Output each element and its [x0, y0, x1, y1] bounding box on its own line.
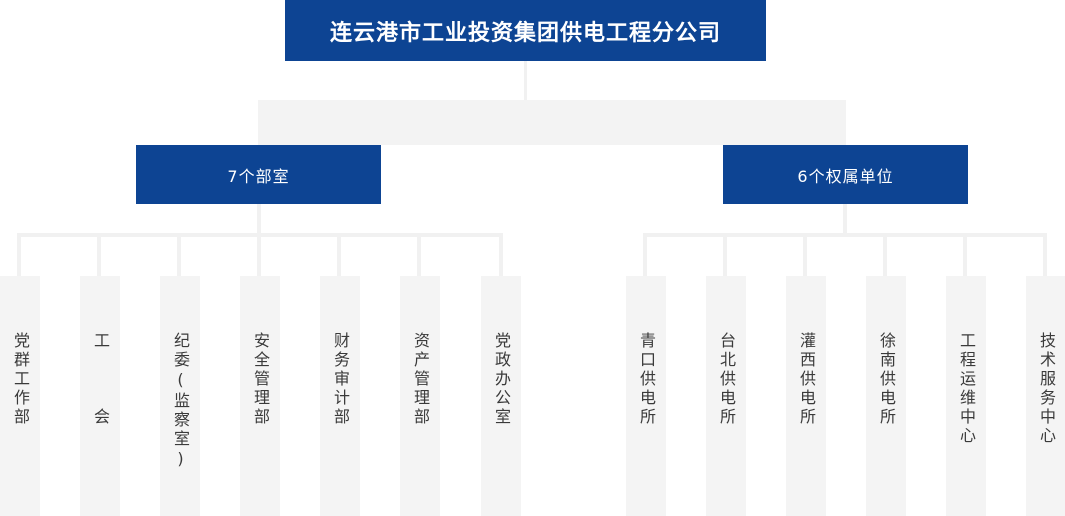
connector-drop — [643, 233, 647, 278]
connector-stem — [257, 204, 261, 234]
org-node-leaf-label: 党群工作部 — [11, 332, 30, 427]
org-node-leaf-subsidiary[interactable]: 徐南供电所 — [866, 276, 906, 516]
org-node-leaf-department[interactable]: 资产管理部 — [400, 276, 440, 516]
org-node-leaf-label: 工 会 — [91, 332, 110, 446]
org-node-leaf-department[interactable]: 党群工作部 — [0, 276, 40, 516]
org-node-subsidiaries[interactable]: 6个权属单位 — [723, 145, 968, 204]
org-node-leaf-department[interactable]: 财务审计部 — [320, 276, 360, 516]
org-node-leaf-subsidiary[interactable]: 工程运维中心 — [946, 276, 986, 516]
connector-root-stem — [524, 61, 527, 101]
connector-drop — [337, 233, 341, 278]
org-node-leaf-label: 资产管理部 — [411, 332, 430, 427]
org-node-leaf-subsidiary[interactable]: 青口供电所 — [626, 276, 666, 516]
org-node-leaf-department[interactable]: 安全管理部 — [240, 276, 280, 516]
org-node-leaf-label: 纪委(监察室) — [171, 332, 190, 471]
org-node-leaf-label: 青口供电所 — [637, 332, 656, 427]
connector-group-subsidiaries — [600, 204, 1065, 278]
connector-root-plate — [258, 100, 846, 145]
connector-drop — [499, 233, 503, 278]
org-node-leaf-label: 灌西供电所 — [797, 332, 816, 427]
connector-drop — [723, 233, 727, 278]
org-node-root[interactable]: 连云港市工业投资集团供电工程分公司 — [285, 0, 766, 61]
org-node-leaf-label: 工程运维中心 — [957, 332, 976, 446]
connector-drop — [803, 233, 807, 278]
connector-drop — [257, 233, 261, 278]
org-node-leaf-label: 安全管理部 — [251, 332, 270, 427]
org-node-leaf-subsidiary[interactable]: 技术服务中心 — [1026, 276, 1065, 516]
connector-drop — [417, 233, 421, 278]
org-node-leaf-label: 财务审计部 — [331, 332, 350, 427]
connector-stem — [843, 204, 847, 234]
org-node-leaf-label: 台北供电所 — [717, 332, 736, 427]
org-node-leaf-subsidiary[interactable]: 台北供电所 — [706, 276, 746, 516]
connector-drop — [1043, 233, 1047, 278]
connector-rail — [643, 233, 1047, 237]
connector-drop — [17, 233, 21, 278]
org-node-leaf-label: 技术服务中心 — [1037, 332, 1056, 446]
org-node-leaf-label: 徐南供电所 — [877, 332, 896, 427]
org-node-leaf-department[interactable]: 纪委(监察室) — [160, 276, 200, 516]
org-node-leaf-department[interactable]: 工 会 — [80, 276, 120, 516]
connector-drop — [963, 233, 967, 278]
connector-drop — [97, 233, 101, 278]
connector-group-departments — [0, 204, 530, 278]
org-node-leaf-subsidiary[interactable]: 灌西供电所 — [786, 276, 826, 516]
connector-drop — [177, 233, 181, 278]
connector-drop — [883, 233, 887, 278]
org-node-leaf-department[interactable]: 党政办公室 — [481, 276, 521, 516]
org-node-departments[interactable]: 7个部室 — [136, 145, 381, 204]
org-node-leaf-label: 党政办公室 — [492, 332, 511, 427]
